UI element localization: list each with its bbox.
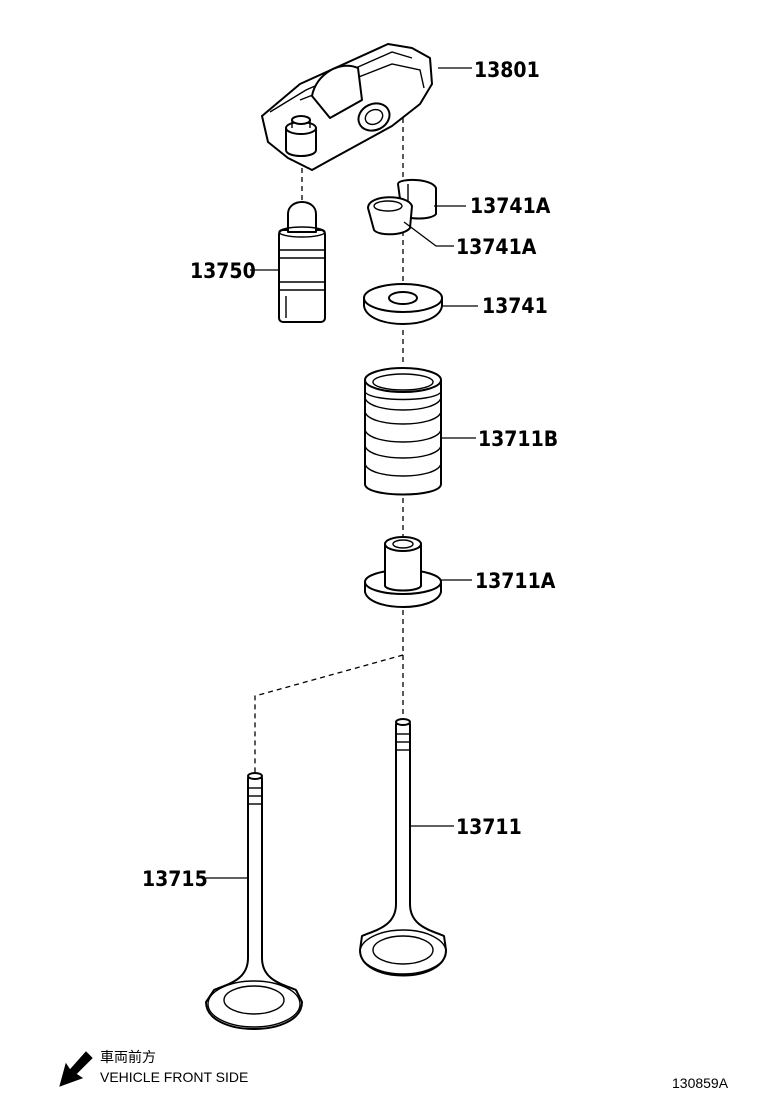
- part-number-spring-seat: 13711A: [475, 569, 556, 593]
- exhaust-valve: [205, 772, 303, 1030]
- part-number-keeper-upper: 13741A: [470, 194, 551, 218]
- part-number-rocker-arm: 13801: [474, 58, 540, 82]
- valve-spring: [364, 367, 442, 496]
- direction-indicator: [59, 1051, 93, 1087]
- part-number-intake-valve: 13711: [456, 815, 522, 839]
- part-number-valve-spring: 13711B: [478, 427, 558, 451]
- part-number-keeper-lower: 13741A: [456, 235, 537, 259]
- arrow-down-left-icon: [59, 1051, 93, 1087]
- part-number-exhaust-valve: 13715: [142, 867, 208, 891]
- direction-note-japanese: 車両前方: [100, 1049, 156, 1065]
- valve-stem-seal-seat: [364, 536, 442, 608]
- direction-note-english: VEHICLE FRONT SIDE: [100, 1069, 248, 1085]
- valve-keepers: [367, 178, 437, 236]
- part-number-spring-retainer: 13741: [482, 294, 548, 318]
- leader-lines: [206, 67, 478, 879]
- part-number-lash-adjuster: 13750: [190, 259, 256, 283]
- spring-retainer: [363, 283, 443, 325]
- rocker-arm: [261, 43, 433, 171]
- figure-reference: 130859A: [672, 1075, 729, 1091]
- lash-adjuster: [278, 201, 326, 323]
- intake-valve: [359, 718, 447, 977]
